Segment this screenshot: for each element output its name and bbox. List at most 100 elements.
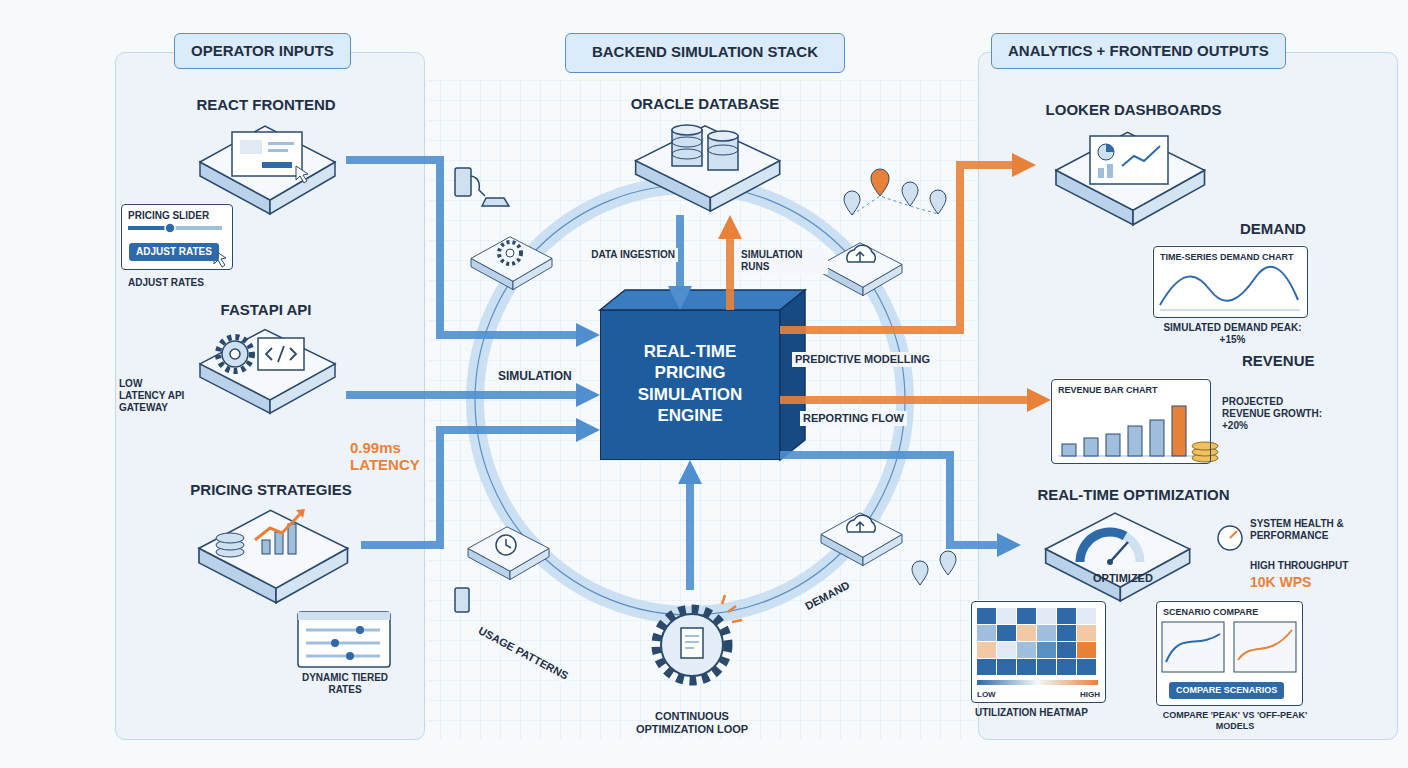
flow-ring [475,185,905,615]
node-label: PRICING SLIDER [128,210,209,222]
node-label: REAL-TIME OPTIMIZATION [1021,486,1246,504]
chart-cards [1058,456,1200,457]
flow-arrow [676,215,684,286]
node-label: PRICING STRATEGIES [181,481,361,499]
chart-cards [997,659,1016,675]
coins-chart-icon [275,532,283,554]
annotation-label: 10K WPS [1250,574,1311,591]
chart-cards [997,642,1016,658]
chart-cards [1084,438,1098,456]
chart-cards [997,625,1016,641]
coins-chart-icon [216,533,244,543]
grid-background [428,80,975,740]
engine-cube [780,290,805,460]
engine-cube [600,290,805,310]
api-icon [230,349,240,359]
chart-cards [1238,630,1292,660]
chart-cards [1017,608,1036,624]
chart-cards [977,659,996,675]
api-icon [218,337,252,371]
database-icon [672,149,702,159]
flow-arrow [780,455,997,545]
api-icon [218,337,304,371]
slider-widget-art [120,203,232,269]
gauge-icon [1110,542,1128,562]
dashboard-icon [1106,144,1114,152]
database-icon [708,136,738,170]
slider-widget-art [165,223,175,233]
ring-icons [856,252,864,262]
tiered-rates-widget [298,612,390,667]
flow-arrow [346,391,576,399]
database-icon [672,125,702,135]
chart-card: REVENUE BAR CHART [1051,379,1211,464]
node-label: REAL-TIME PRICING SIMULATION ENGINE [613,341,767,426]
node-label: BACKEND SIMULATION STACK [566,43,844,61]
chart-cards [1234,622,1296,672]
iso-slab [471,237,552,290]
monitor-icon [268,149,288,152]
chart-cards [1152,245,1307,317]
optimization-gear [685,636,699,648]
map-pins [871,169,889,196]
optimization-gear [722,595,742,622]
chart-cards [1160,310,1300,311]
annotation-label: SIMULATION [495,368,575,384]
chart-cards [977,642,996,658]
panel-region: ANALYTICS + FRONTEND OUTPUTSLOOKER DASHB… [978,52,1398,740]
chart-cards [1172,406,1186,456]
flow-arrow [361,430,576,545]
annotation-label: DYNAMIC TIERED RATES [295,672,395,696]
tiered-rates-widget [306,655,380,658]
chart-cards [977,608,1096,675]
gauge-icon [1218,526,1242,550]
node-label: REACT FRONTEND [186,96,346,114]
node-label: COMPARE SCENARIOS [1169,682,1284,699]
node-label: SCENARIO COMPARE [1163,607,1258,618]
slider-widget-art [128,226,170,230]
iso-slab [1056,132,1205,224]
ev-charger-icon [455,168,509,612]
flow-arrow [686,484,694,590]
map-pins [940,551,956,575]
chart-cards [1192,448,1218,456]
coins-chart-icon [216,547,244,557]
flow-arrow [780,396,1027,404]
node-label: ADJUST RATES [129,243,219,261]
ring-icons [499,242,521,264]
database-icon [708,131,738,141]
ring-icons [506,539,511,548]
engine-cube [600,290,805,460]
monitor-icon [232,132,308,183]
chart-cards [1037,659,1056,675]
iso-slab [636,126,780,211]
slider-widget-art [214,250,226,267]
chart-cards [1037,625,1056,641]
coins-chart-icon [296,509,305,518]
node-label: LOOKER DASHBOARDS [1036,101,1231,119]
optimization-loop: CONTINUOUS OPTIMIZATION LOOP [617,590,767,740]
slider-widget: PRICING SLIDER ADJUST RATES [121,204,233,270]
simulation-engine: REAL-TIME PRICING SIMULATION ENGINE [600,310,780,460]
ev-charger-icon [471,176,485,196]
dashboard-icon [1122,146,1160,166]
ring-icons [496,535,516,555]
strategy-block: PRICING STRATEGIES [181,481,361,606]
iso-slab [468,527,549,580]
chart-cards [1017,659,1036,675]
coins-chart-icon [262,540,270,554]
chart-cards [1160,267,1298,305]
api-icon [266,346,296,362]
annotation-label: SIMULATED DEMAND PEAK: +15% [1160,322,1305,346]
map-pins [844,191,860,215]
flow-ring [475,185,905,615]
node-label: LOW [977,690,996,700]
ring-icons [506,249,514,257]
ev-charger-icon [482,198,509,206]
frontend-block: REACT FRONTEND [186,96,346,221]
chart-cards [1150,420,1164,456]
chart-cards [1017,625,1036,641]
node-label: ORACLE DATABASE [615,95,795,113]
ring-icons [856,522,864,532]
scenario-card: SCENARIO COMPARE COMPARE SCENARIOS [1156,601,1303,706]
